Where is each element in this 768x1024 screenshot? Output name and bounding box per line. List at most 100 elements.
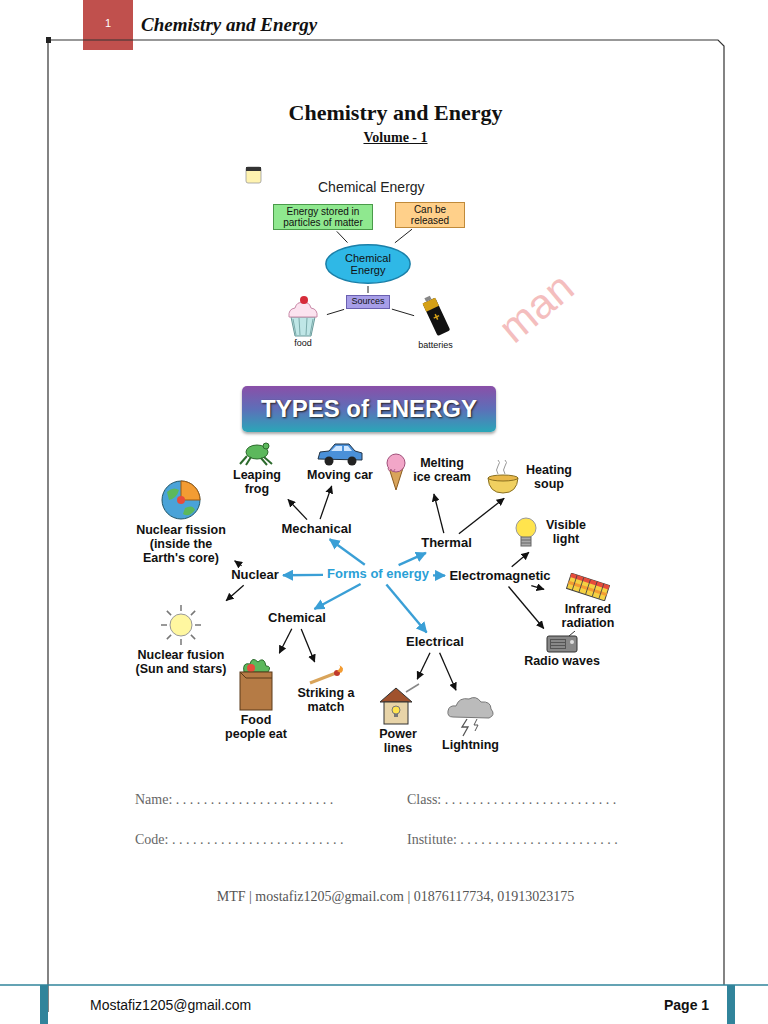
connector-arrow xyxy=(399,553,426,565)
page-border xyxy=(48,40,724,1012)
node-text: Heating soup xyxy=(523,464,575,492)
footer-bar xyxy=(40,985,48,1024)
node-text: Electromagnetic xyxy=(449,569,550,583)
sun-icon xyxy=(159,603,203,647)
form-field: Name: . . . . . . . . . . . . . . . . . … xyxy=(135,792,333,808)
notepad-icon xyxy=(246,167,261,183)
form-field: Institute: . . . . . . . . . . . . . . .… xyxy=(407,832,618,848)
node-text: Thermal xyxy=(421,536,472,550)
connector-arrow xyxy=(320,486,332,519)
bulb-icon xyxy=(513,516,539,550)
volume-label: Volume - 1 xyxy=(48,130,743,146)
battery-icon xyxy=(421,293,451,339)
example-item: Infrared radiation xyxy=(546,572,630,632)
connector-arrow xyxy=(392,309,414,316)
connector-arrow xyxy=(368,286,369,293)
diagram-heading: Chemical Energy xyxy=(318,179,425,195)
node-text: Chemical xyxy=(268,611,326,625)
example-item: food xyxy=(281,294,325,350)
footer-email: Mostafiz1205@gmail.com xyxy=(90,997,251,1013)
example-item: Nuclear fusion (Sun and stars) xyxy=(126,602,236,678)
form-field: Code: . . . . . . . . . . . . . . . . . … xyxy=(135,832,343,848)
concept-box: Can be released xyxy=(395,202,465,228)
hub-ellipse: Chemical Energy xyxy=(325,244,411,284)
cloud-icon xyxy=(443,693,499,737)
footer-page: Page 1 xyxy=(664,997,709,1013)
node-text: Nuclear fusion (Sun and stars) xyxy=(128,649,234,677)
title-banner: TYPES of ENERGY xyxy=(242,386,496,432)
example-item: Radio waves xyxy=(522,630,602,670)
node-text: Sources xyxy=(351,297,384,307)
bag-icon xyxy=(234,656,278,712)
example-item: Nuclear fission (inside the Earth's core… xyxy=(129,477,233,567)
connector-arrow xyxy=(433,574,445,577)
connector-arrow xyxy=(235,561,242,566)
energy-form: Electromagnetic xyxy=(447,568,553,585)
node-text: Forms of energy xyxy=(327,567,429,581)
energy-form: Chemical xyxy=(266,610,328,627)
node-text: Nuclear fission (inside the Earth's core… xyxy=(131,524,231,565)
energy-form: Thermal xyxy=(419,535,474,552)
connector-arrow xyxy=(301,629,315,662)
concept-box: Energy stored in particles of matter xyxy=(273,204,373,230)
footer-bar xyxy=(727,985,735,1024)
connector-arrow xyxy=(509,587,544,629)
node-text: Moving car xyxy=(307,469,373,483)
connector-arrow xyxy=(459,498,504,534)
example-item: Heating soup xyxy=(483,459,577,497)
energy-form: Nuclear xyxy=(229,567,281,584)
node-text: Radio waves xyxy=(524,655,600,669)
footer-rule xyxy=(0,984,768,986)
example-item: Visible light xyxy=(511,515,593,551)
node-text: batteries xyxy=(418,341,453,351)
connector-arrow xyxy=(279,629,292,653)
connector-arrow xyxy=(288,499,307,519)
match-icon xyxy=(306,665,346,685)
connector-arrow xyxy=(531,586,544,590)
node-text: Food people eat xyxy=(221,714,291,742)
connector-arrow xyxy=(283,574,323,577)
node-text: Mechanical xyxy=(281,522,351,536)
connector-arrow xyxy=(327,309,344,314)
example-item: Food people eat xyxy=(219,655,293,743)
example-item: batteries xyxy=(416,292,455,352)
node-text: Chemical Energy xyxy=(337,252,399,276)
connector-arrow xyxy=(330,539,365,565)
connector-arrow xyxy=(440,653,456,690)
connector-arrow xyxy=(226,585,244,600)
page-title: Chemistry and Energy xyxy=(48,100,743,126)
connector-arrow xyxy=(395,229,412,243)
running-header: Chemistry and Energy xyxy=(141,14,317,36)
node-text: Visible light xyxy=(541,519,591,547)
frog-icon xyxy=(237,437,277,467)
connector-arrow xyxy=(512,552,529,566)
icecream-icon xyxy=(383,451,409,491)
infrared-icon xyxy=(564,573,612,601)
node-text: food xyxy=(294,339,312,349)
connector-arrow xyxy=(434,494,444,533)
energy-form: Forms of energy xyxy=(325,566,431,583)
node-text: Striking a match xyxy=(297,687,355,715)
connector-arrow xyxy=(337,231,348,242)
example-item: Lightning xyxy=(440,692,501,754)
earth-icon xyxy=(159,478,203,522)
watermark: man xyxy=(490,263,583,352)
form-field: Class: . . . . . . . . . . . . . . . . .… xyxy=(407,792,616,808)
soup-icon xyxy=(485,460,521,496)
header-tab xyxy=(83,0,133,50)
connector-arrow xyxy=(314,584,360,609)
car-icon xyxy=(315,441,365,467)
node-text: Infrared radiation xyxy=(548,603,628,631)
node-text: TYPES of ENERGY xyxy=(261,396,477,422)
image-ground xyxy=(240,163,502,363)
node-text: Melting ice cream xyxy=(411,457,473,485)
example-item: Melting ice cream xyxy=(381,450,475,492)
radio-icon xyxy=(545,631,579,653)
node-text: Energy stored in particles of matter xyxy=(277,206,369,228)
node-text: Power lines xyxy=(373,728,423,756)
node-text: Nuclear xyxy=(231,568,279,582)
page-number-tab: 1 xyxy=(83,17,133,29)
example-item: Striking a match xyxy=(295,664,357,716)
